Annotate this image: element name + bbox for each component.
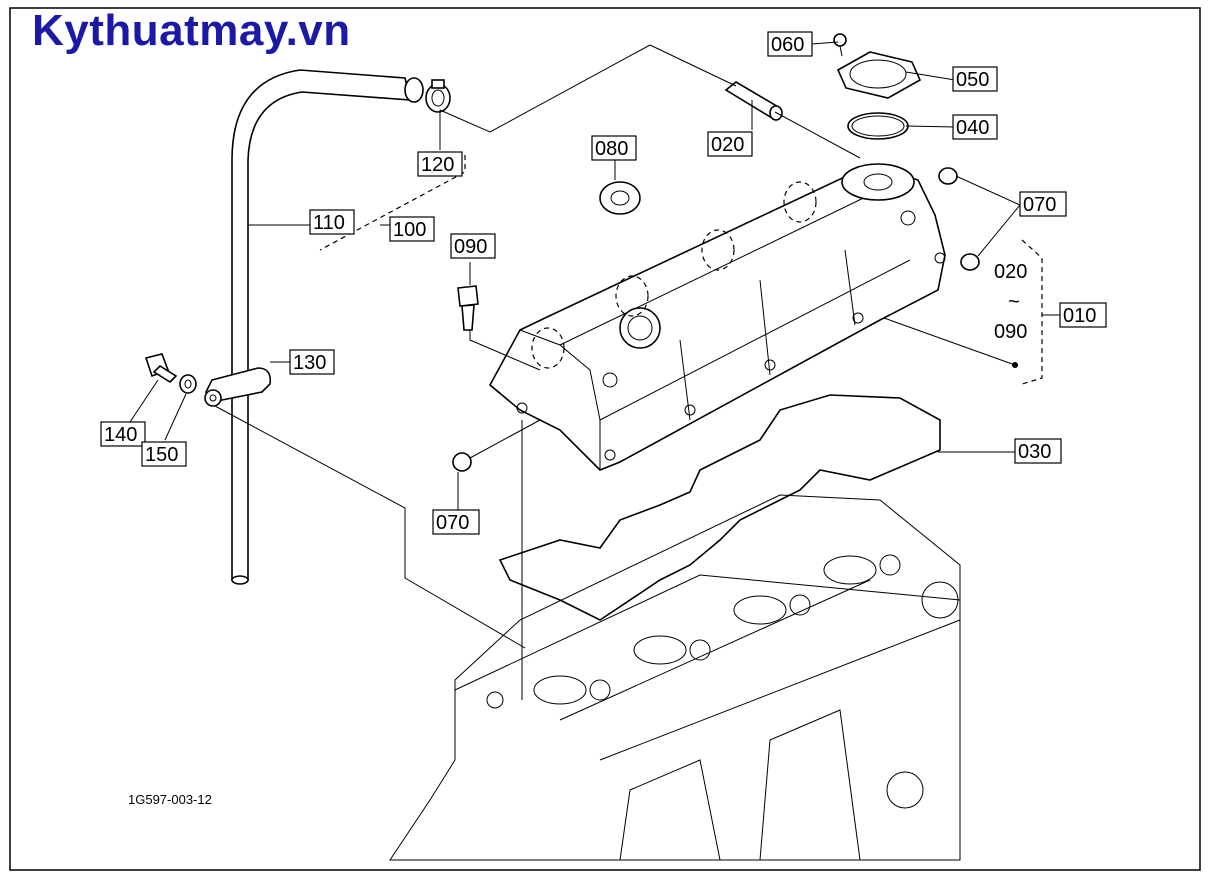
- label-070-bottom[interactable]: 070: [432, 509, 480, 535]
- svg-text:040: 040: [956, 117, 989, 139]
- svg-text:030: 030: [1018, 441, 1051, 463]
- label-090[interactable]: 090: [450, 233, 496, 259]
- range-020-090: 020 ~ 090: [994, 261, 1027, 343]
- gasket: [498, 394, 941, 621]
- cylinder-head: [389, 494, 961, 861]
- hose-bracket: [204, 367, 272, 407]
- filler-cap: [836, 51, 922, 99]
- svg-text:010: 010: [1063, 305, 1096, 327]
- grommet-left: [452, 452, 472, 472]
- svg-text:130: 130: [293, 352, 326, 374]
- cover-bolt: [457, 285, 479, 331]
- svg-text:150: 150: [145, 444, 178, 466]
- washer-150: [179, 374, 197, 394]
- grommet-top-a: [938, 167, 958, 185]
- cap-screw: [833, 33, 847, 57]
- label-070-top[interactable]: 070: [1019, 191, 1067, 217]
- o-ring: [847, 112, 909, 140]
- reference-dot: [1012, 362, 1018, 368]
- svg-text:080: 080: [595, 138, 628, 160]
- label-140[interactable]: 140: [100, 421, 146, 447]
- diagram-frame: [9, 7, 1201, 871]
- svg-text:070: 070: [1023, 194, 1056, 216]
- svg-text:020: 020: [711, 134, 744, 156]
- label-110[interactable]: 110: [309, 209, 355, 235]
- leader-lines: [129, 41, 1060, 700]
- valve-cover: [488, 164, 946, 471]
- svg-text:110: 110: [313, 212, 345, 234]
- label-100[interactable]: 100: [389, 216, 435, 242]
- oil-seal: [599, 181, 641, 215]
- svg-text:020: 020: [994, 261, 1027, 283]
- label-150[interactable]: 150: [141, 441, 187, 467]
- svg-text:050: 050: [956, 69, 989, 91]
- grommet-top-b: [960, 253, 980, 271]
- svg-text:090: 090: [454, 236, 487, 258]
- svg-text:120: 120: [421, 154, 454, 176]
- breather-hose: [231, 69, 424, 585]
- svg-text:060: 060: [771, 34, 804, 56]
- label-130[interactable]: 130: [289, 349, 335, 375]
- svg-text:070: 070: [436, 512, 469, 534]
- bolt-140: [144, 353, 178, 384]
- hose-clamp: [425, 79, 451, 113]
- cap-seat: [841, 163, 915, 201]
- label-040[interactable]: 040: [952, 114, 998, 140]
- svg-text:~: ~: [1008, 291, 1020, 313]
- svg-text:140: 140: [104, 424, 137, 446]
- label-060[interactable]: 060: [767, 31, 813, 57]
- brand-logo: Kythuatmay.vn: [32, 6, 351, 55]
- label-080[interactable]: 080: [591, 135, 637, 161]
- label-120[interactable]: 120: [417, 151, 463, 177]
- figure-code: 1G597-003-12: [128, 792, 212, 807]
- label-020[interactable]: 020: [707, 131, 753, 157]
- label-030[interactable]: 030: [1014, 438, 1062, 464]
- label-010[interactable]: 010: [1059, 302, 1107, 328]
- svg-text:100: 100: [393, 219, 426, 241]
- pipe-020: [724, 81, 783, 121]
- label-050[interactable]: 050: [952, 66, 998, 92]
- svg-text:090: 090: [994, 321, 1027, 343]
